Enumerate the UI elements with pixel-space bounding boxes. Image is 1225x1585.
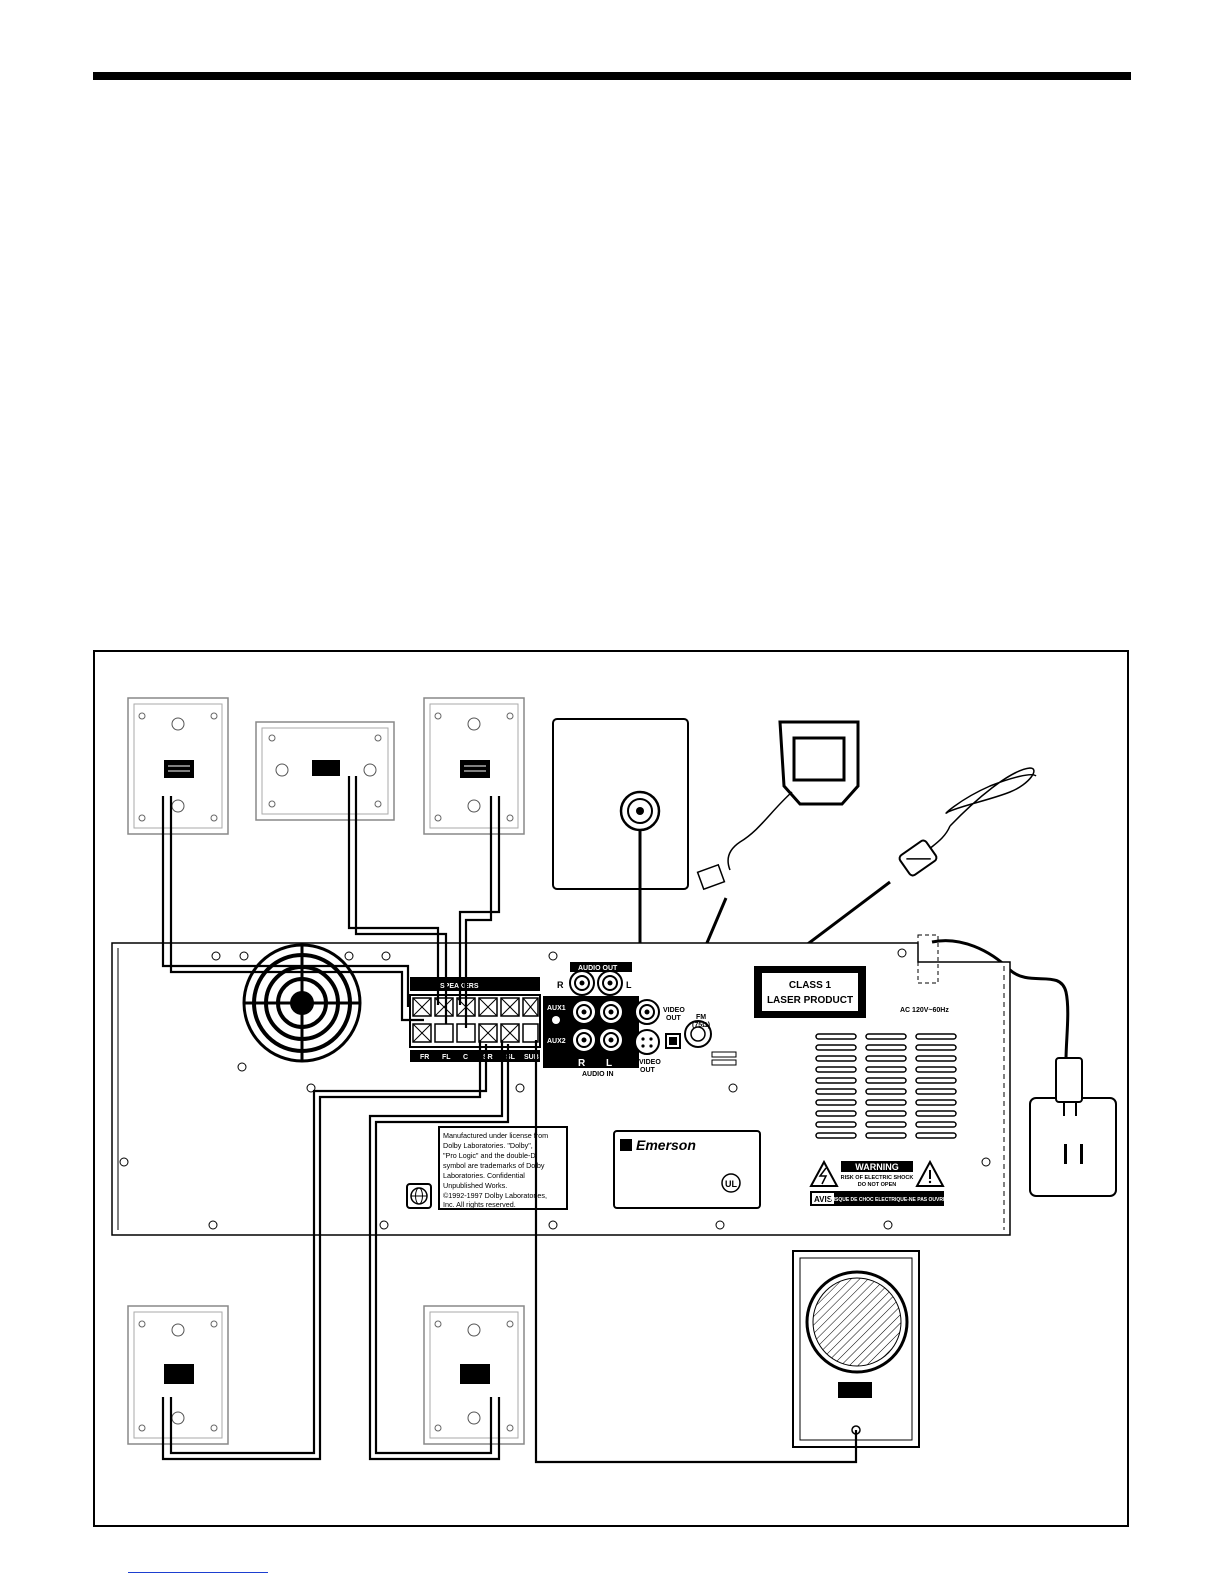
speaker-wires: [161, 776, 858, 1464]
audio-out-l-label: L: [626, 980, 632, 990]
vent-slot: [915, 1110, 957, 1117]
vent-slot: [865, 1121, 907, 1128]
vent-slot: [865, 1088, 907, 1095]
video-out-label-2: OUT: [666, 1015, 682, 1022]
fm-label: FM: [696, 1014, 706, 1021]
wall-outlet: [1029, 1097, 1117, 1197]
laser-label-line-2: LASER PRODUCT: [767, 995, 853, 1006]
vent-slots: [815, 1033, 957, 1139]
subwoofer: [792, 1250, 920, 1448]
audio-jacks: AUDIO OUT R L AUX1 AUX2 R L AUDIO IN: [543, 962, 639, 1078]
globe-icon: [406, 1183, 432, 1209]
footer-link-underline: [128, 1572, 268, 1573]
vent-slot: [865, 1132, 907, 1139]
laser-label-line-1: CLASS 1: [789, 980, 832, 991]
fr-label: FR: [420, 1054, 429, 1061]
video-out-label: VIDEO: [663, 1007, 685, 1014]
dolby-line-3: "Pro Logic" and the double-D: [443, 1151, 536, 1160]
dolby-line-4: symbol are trademarks of Dolby: [443, 1161, 545, 1170]
svideo-label: S-VIDEO: [632, 1059, 661, 1066]
emerson-logo-text: Emerson: [636, 1137, 696, 1153]
avis-label: AVIS: [814, 1195, 833, 1204]
fl-label: FL: [442, 1054, 451, 1061]
vent-slot: [815, 1132, 857, 1139]
dolby-notice: Manufactured under license from Dolby La…: [438, 1126, 568, 1210]
dolby-line-1: Manufactured under license from: [443, 1131, 548, 1140]
vent-slot: [915, 1121, 957, 1128]
vent-slot: [865, 1055, 907, 1062]
vent-slot: [815, 1110, 857, 1117]
vent-slot: [865, 1033, 907, 1040]
diagram-frame: [93, 650, 1129, 1527]
vent-slot: [915, 1099, 957, 1106]
audio-in-label: AUDIO IN: [582, 1071, 614, 1078]
vent-slot: [815, 1121, 857, 1128]
front-right-speaker: [423, 697, 525, 835]
warning-line-1: RISK OF ELECTRIC SHOCK: [841, 1175, 914, 1181]
c-label: C: [463, 1054, 468, 1061]
video-fm-jacks: VIDEO OUT S-VIDEO OUT FM (75Ω): [632, 999, 737, 1074]
laser-label: CLASS 1 LASER PRODUCT: [754, 966, 866, 1018]
avis-text: RISQUE DE CHOC ELECTRIQUE-NE PAS OUVRIR: [830, 1197, 948, 1203]
vent-slot: [915, 1033, 957, 1040]
vent-slot: [865, 1110, 907, 1117]
warning-label: WARNING RISK OF ELECTRIC SHOCK DO NOT OP…: [809, 1159, 948, 1206]
vent-slot: [915, 1055, 957, 1062]
center-speaker: [255, 721, 395, 821]
ul-logo: UL: [725, 1179, 737, 1189]
vent-slot: [915, 1132, 957, 1139]
dolby-line-6: Unpublished Works.: [443, 1181, 507, 1190]
vent-slot: [865, 1044, 907, 1051]
power-plug: [931, 939, 1083, 1116]
vent-slot: [815, 1099, 857, 1106]
aux1-label: AUX1: [547, 1005, 566, 1012]
dolby-line-7: ©1992-1997 Dolby Laboratories,: [443, 1191, 547, 1200]
ac-rating-label: AC 120V~60Hz: [900, 1007, 949, 1014]
sl-label: SL: [506, 1054, 516, 1061]
sub-label: SUB: [524, 1054, 539, 1061]
vent-slot: [815, 1044, 857, 1051]
vent-slot: [815, 1033, 857, 1040]
fm-label-2: (75Ω): [692, 1022, 710, 1029]
sr-label: SR: [483, 1054, 493, 1061]
vent-slot: [915, 1066, 957, 1073]
aux2-label: AUX2: [547, 1038, 566, 1045]
svideo-label-2: OUT: [640, 1067, 656, 1074]
vent-slot: [915, 1077, 957, 1084]
dolby-line-2: Dolby Laboratories. "Dolby",: [443, 1141, 533, 1150]
speaker-terminals: SPEAKERS FR FL C SR SL SUB: [409, 977, 541, 1062]
rating-label: Emerson UL: [613, 1130, 761, 1209]
fm-wire-antenna: [898, 767, 1037, 877]
audio-out-r-label: R: [557, 980, 564, 990]
vent-slot: [865, 1099, 907, 1106]
am-loop-antenna: [696, 720, 860, 891]
vent-slot: [815, 1088, 857, 1095]
cooling-fan: [242, 943, 362, 1063]
dolby-line-8: Inc. All rights reserved.: [443, 1200, 516, 1209]
front-left-speaker: [127, 697, 229, 835]
top-rule: [93, 72, 1131, 80]
vent-slot: [915, 1088, 957, 1095]
warning-line-2: DO NOT OPEN: [858, 1182, 897, 1188]
warning-title: WARNING: [855, 1162, 899, 1172]
audio-out-label: AUDIO OUT: [578, 965, 618, 972]
vent-slot: [815, 1077, 857, 1084]
vent-slot: [865, 1077, 907, 1084]
audio-in-l-label: L: [606, 1058, 612, 1069]
vent-slot: [815, 1066, 857, 1073]
television: [552, 718, 689, 890]
vent-slot: [865, 1066, 907, 1073]
vent-slot: [915, 1044, 957, 1051]
surround-right-speaker: [423, 1305, 525, 1445]
audio-in-r-label: R: [578, 1058, 586, 1069]
dolby-line-5: Laboratories. Confidential: [443, 1171, 525, 1180]
vent-slot: [815, 1055, 857, 1062]
surround-left-speaker: [127, 1305, 229, 1445]
